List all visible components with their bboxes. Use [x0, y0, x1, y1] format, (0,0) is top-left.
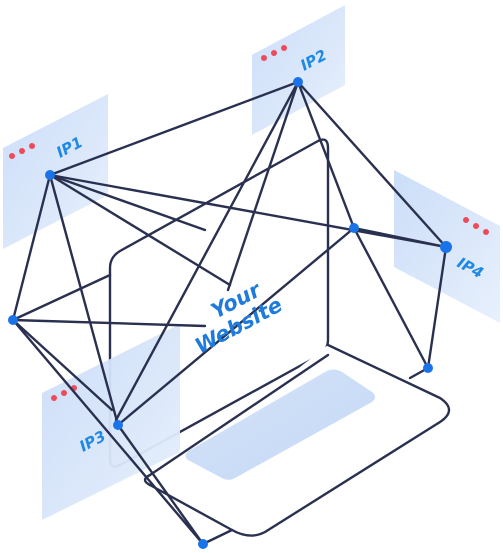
connection-line [11, 318, 114, 412]
node-ip2 [293, 77, 303, 87]
connection-line [426, 245, 448, 370]
connection-line [296, 80, 448, 249]
node-bottom [198, 539, 208, 549]
connection-line [201, 528, 234, 546]
laptop-base-edge [143, 353, 330, 487]
connection-line [48, 173, 448, 249]
network-nodes [8, 77, 452, 549]
ip1-panel: IP1 [3, 94, 108, 249]
connection-line [11, 318, 207, 328]
network-lines [11, 80, 448, 546]
connection-line [48, 173, 120, 427]
window-dot [271, 50, 277, 56]
node-left [8, 315, 18, 325]
window-dot [9, 153, 15, 159]
window-dot [61, 390, 67, 396]
connection-line [114, 80, 300, 422]
window-dot [473, 223, 479, 229]
connection-line [116, 226, 356, 427]
connection-line [352, 226, 430, 370]
window-dot [19, 148, 25, 154]
window-dot [29, 143, 35, 149]
connection-line [11, 173, 52, 322]
node-lower-right [423, 363, 433, 373]
connection-line [116, 423, 205, 546]
window-dot [483, 229, 489, 235]
connection-line [11, 273, 112, 322]
node-ip1 [45, 170, 55, 180]
connection-line [48, 173, 232, 287]
connection-line [352, 226, 448, 249]
window-dot [463, 217, 469, 223]
connection-line [11, 318, 205, 546]
window-dot [261, 55, 267, 61]
node-ip4 [440, 241, 452, 253]
ip2-panel: IP2 [252, 5, 345, 135]
connection-line [226, 80, 300, 292]
window-dot [51, 395, 57, 401]
node-mid-right [349, 223, 359, 233]
window-dot [281, 45, 287, 51]
trackpad [185, 369, 375, 480]
connection-line [296, 80, 356, 230]
connection-line [48, 173, 207, 232]
connection-line [48, 80, 300, 177]
node-ip3 [113, 420, 123, 430]
